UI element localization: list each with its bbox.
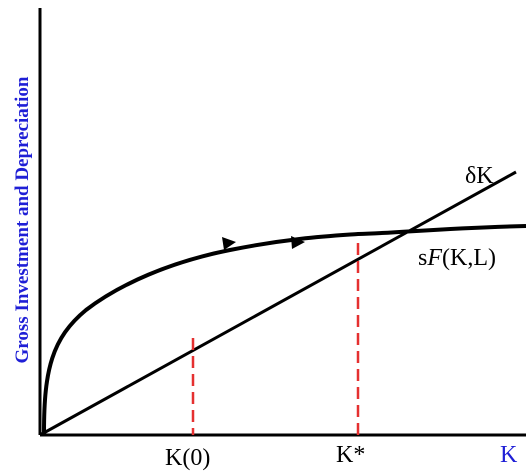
x-axis-label: K bbox=[500, 442, 518, 468]
investment-label-func: F bbox=[426, 245, 442, 271]
investment-label-prefix: s bbox=[418, 245, 427, 271]
investment-label: sF(K,L) bbox=[418, 245, 496, 271]
tick-label-k0: K(0) bbox=[165, 445, 210, 471]
y-axis-label: Gross Investment and Depreciation bbox=[12, 76, 33, 363]
investment-curve bbox=[42, 224, 526, 433]
depreciation-line bbox=[39, 170, 517, 437]
arrow-icon bbox=[222, 237, 236, 250]
depreciation-label: δK bbox=[465, 163, 494, 189]
investment-label-args: (K,L) bbox=[442, 245, 496, 271]
tick-label-kstar: K* bbox=[336, 442, 365, 468]
arrow-icon bbox=[291, 236, 305, 249]
